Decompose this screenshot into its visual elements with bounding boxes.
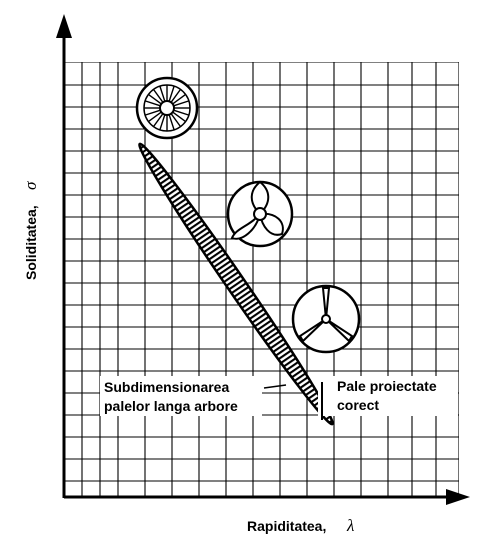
rotor-blade [159,114,166,131]
rotor-blade [173,100,190,107]
multi-blade-rotor-icon [135,76,199,140]
three-blade-rotor-narrow-icon [291,284,361,354]
right-annotation-line1: Pale proiectate [337,378,437,394]
rotor-blade [168,114,175,131]
right-annotation-line2: corect [337,397,379,413]
rotor-blade [144,100,161,107]
background-grid [64,62,459,498]
y-axis-title: Soliditatea, σ [21,181,40,280]
hatched-operating-band [138,142,334,426]
y-axis-label: Soliditatea, [23,205,39,280]
rotor-blade [147,111,162,123]
rotor-blade [172,111,187,123]
x-axis-arrow-icon [446,489,470,505]
left-annotation-leader [263,384,287,389]
y-axis-symbol: σ [21,181,40,190]
rotor-blade [152,113,164,128]
three-blade-rotor-wide-icon [226,180,294,248]
rotor-blade [168,85,175,102]
rotor-blade [147,93,162,105]
rotor-blade [144,109,161,116]
y-axis-arrow-icon [56,14,72,38]
rotor-blade [172,93,187,105]
left-annotation-line1: Subdimensionarea [104,379,229,395]
rotor-blade [173,109,190,116]
x-axis-title: Rapiditatea, λ [247,516,354,535]
x-axis-symbol: λ [346,516,354,535]
rotor-blade [170,88,182,103]
left-annotation-box [100,376,262,416]
rotor-blade [152,88,164,103]
x-axis-label: Rapiditatea, [247,518,326,534]
y-axis [56,14,72,498]
rotor-blade [159,85,166,102]
right-annotation-box [318,376,458,416]
rotor-blade [170,113,182,128]
x-axis [64,489,470,505]
left-annotation-line2: palelor langa arbore [104,398,238,414]
